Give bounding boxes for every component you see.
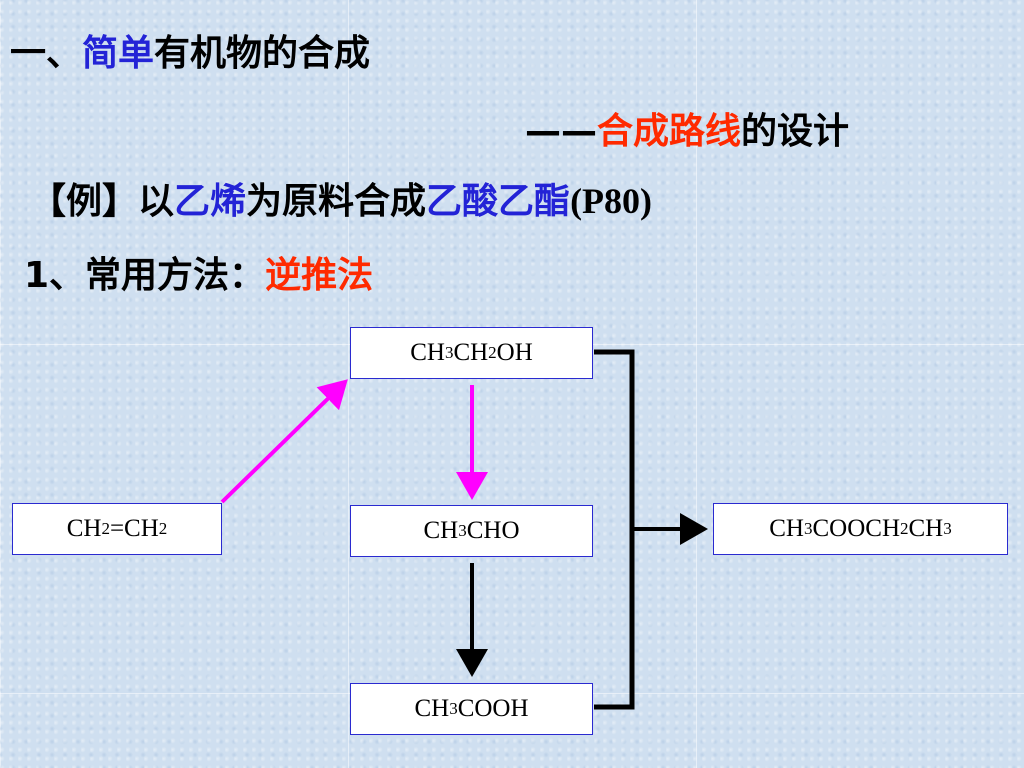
example-product: 乙酸乙酯 — [426, 181, 571, 222]
subtitle-dash: —— — [525, 111, 597, 152]
formula-text: CH — [410, 339, 445, 366]
formula-text: CH — [66, 515, 102, 542]
formula-text: OH — [496, 339, 533, 366]
formula-text: CH — [453, 339, 489, 366]
example-ref: (P80) — [570, 181, 653, 221]
subtitle-rest: 的设计 — [741, 111, 850, 152]
title-highlight: 简单 — [82, 33, 155, 74]
formula-text: CH — [414, 695, 450, 722]
formula-text: CH — [423, 517, 459, 544]
formula-text: =CH — [109, 515, 159, 542]
formula-text: CHO — [466, 517, 520, 544]
bracket-ethanol-acetic-acid — [594, 349, 635, 710]
example-line: 【例】以乙烯为原料合成乙酸乙酯(P80) — [30, 172, 652, 224]
example-reactant: 乙烯 — [174, 181, 247, 222]
slide-title: 一、简单有机物的合成 — [10, 24, 370, 76]
method-value: 逆推法 — [265, 255, 374, 296]
formula-text: CH — [769, 515, 804, 542]
title-rest: 有机物的合成 — [154, 33, 371, 74]
formula-text: COOCH — [812, 515, 900, 542]
method-label: 1、常用方法： — [24, 255, 266, 296]
subtitle-highlight: 合成路线 — [597, 111, 742, 152]
title-prefix: 一、 — [10, 33, 83, 74]
example-middle: 为原料合成 — [246, 181, 427, 222]
example-bracket: 【例】以 — [30, 181, 175, 222]
formula-text: COOH — [457, 695, 529, 722]
method-line: 1、常用方法：逆推法 — [24, 246, 373, 298]
arrow-ethylene-to-ethanol — [220, 379, 348, 504]
formula-text: CH — [908, 515, 944, 542]
slide-subtitle: ——合成路线的设计 — [525, 102, 849, 154]
